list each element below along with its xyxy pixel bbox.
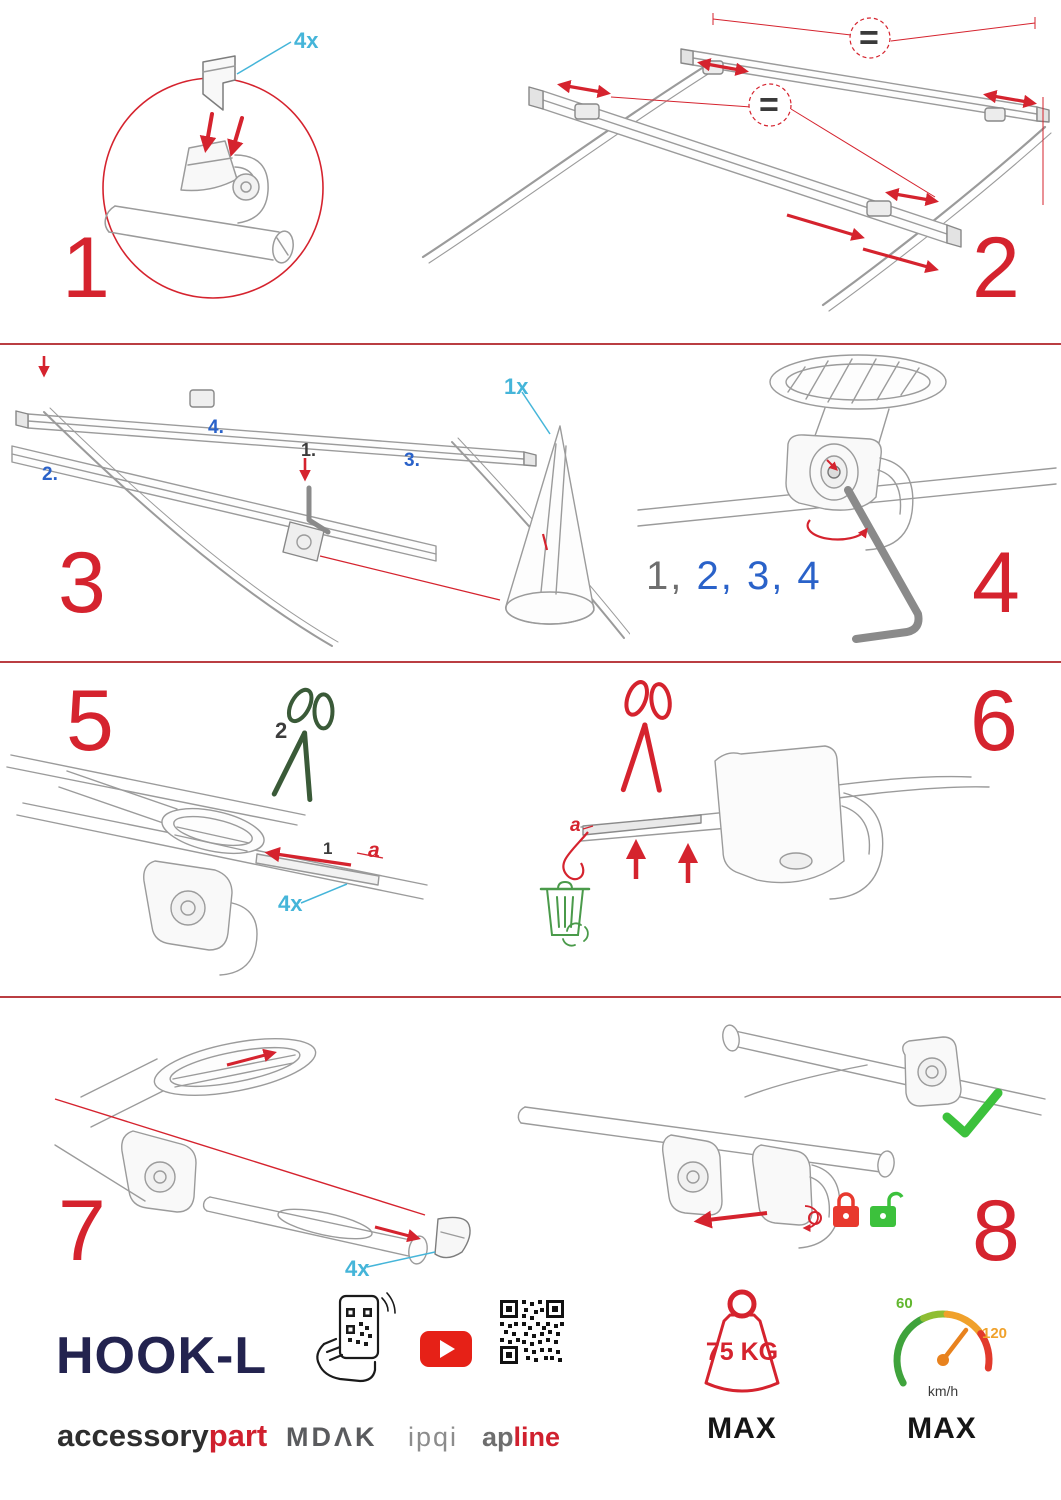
equal-badge-top: =	[859, 19, 879, 57]
substep-4-label: 4.	[208, 417, 224, 438]
step-4-illustration	[637, 354, 1057, 643]
qty-leader-line	[521, 391, 551, 435]
qr-code	[500, 1300, 564, 1364]
step6-red-marks	[562, 825, 699, 883]
scissors-icon	[620, 680, 672, 793]
step-3-illustration	[11, 356, 630, 647]
lock-closed-icon	[833, 1192, 859, 1227]
product-logo: HOOK-L	[56, 1327, 268, 1385]
qty-leader-line	[366, 1251, 436, 1268]
brand-wordmark-black: accessory	[57, 1418, 209, 1453]
dimension-a-label-step5: a	[368, 839, 380, 862]
substep-3-label: 3.	[404, 450, 420, 471]
quantity-label-step3: 1x	[504, 374, 529, 399]
step-2-illustration	[421, 13, 1052, 312]
section-divider	[0, 661, 1061, 663]
strip-offcut	[582, 814, 702, 836]
partner-logo-apline-red: line	[513, 1422, 561, 1452]
brand-wordmark: accessorypart	[57, 1420, 267, 1451]
check-icon	[942, 1088, 1003, 1138]
speedometer-icon	[893, 1310, 993, 1387]
partner-logo-apline-gray: ap	[482, 1422, 514, 1452]
max-load-value: 75 KG	[705, 1338, 779, 1366]
max-load-icon	[704, 1289, 780, 1393]
cut-order-label: 2	[275, 718, 288, 743]
step7-red-marks	[54, 1048, 426, 1243]
rubber-strip	[255, 853, 380, 886]
dimension-marks	[557, 13, 1044, 273]
step-8-number: 8	[972, 1183, 1020, 1279]
equal-badge-circle	[849, 17, 891, 59]
phone-scan-icon	[316, 1292, 396, 1383]
step-3-number: 3	[58, 535, 106, 631]
trash-icon	[539, 880, 591, 947]
strip-insert-arrow	[264, 846, 384, 867]
step3-red-marks	[38, 356, 549, 601]
lock-open-icon	[870, 1191, 904, 1227]
speed-low-label: 60	[896, 1295, 913, 1312]
step-2-number: 2	[972, 220, 1020, 316]
tighten-arrows	[806, 459, 868, 541]
qty-leader-line	[236, 41, 292, 75]
equal-badge-circle	[748, 83, 792, 127]
equal-badge-bottom: =	[759, 86, 779, 124]
section-divider	[0, 996, 1061, 998]
partner-logo-mdak: MDΛK	[286, 1422, 378, 1452]
section-divider	[0, 343, 1061, 345]
step-1-number: 1	[62, 220, 110, 316]
partner-logo-ipqi: ipqi	[408, 1422, 459, 1452]
partner-logo-apline: apline	[482, 1424, 560, 1451]
sequence-rest: 2, 3, 4	[696, 554, 822, 598]
slide-lock-arrows	[693, 1205, 822, 1233]
quantity-label-step1: 4x	[294, 28, 319, 53]
qty-leader-line	[300, 883, 348, 904]
substep-2-label: 2.	[42, 464, 58, 485]
allen-key-icon	[844, 486, 923, 643]
step-7-number: 7	[58, 1183, 106, 1279]
brand-wordmark-red: part	[208, 1418, 268, 1453]
step-5-number: 5	[66, 673, 114, 769]
insert-order-label: 1	[323, 839, 333, 858]
quantity-label-step5: 4x	[278, 891, 303, 916]
end-cap-part	[434, 1216, 471, 1259]
allen-key-icon	[306, 485, 331, 535]
dimension-a-label-step6: a	[570, 815, 581, 836]
scissors-icon	[271, 687, 335, 803]
step-6-number: 6	[970, 673, 1018, 769]
speed-high-label: 120	[982, 1325, 1008, 1342]
insert-arrows	[199, 112, 244, 157]
youtube-icon	[420, 1331, 472, 1367]
step-7-illustration	[54, 1038, 471, 1268]
step-1-illustration	[102, 41, 324, 299]
quantity-label-step7: 4x	[345, 1256, 370, 1281]
substep-1-label: 1.	[301, 440, 317, 460]
speed-unit-label: km/h	[927, 1383, 959, 1399]
sequence-first: 1,	[646, 554, 684, 598]
step-8-illustration	[517, 1024, 1046, 1249]
step-4-order-sequence: 1, 2, 3, 4	[646, 556, 822, 596]
max-load-label: MAX	[707, 1412, 777, 1445]
step-6-illustration	[539, 680, 990, 947]
max-speed-label: MAX	[907, 1412, 977, 1445]
step-5-illustration	[6, 687, 428, 976]
step-4-number: 4	[972, 535, 1020, 631]
